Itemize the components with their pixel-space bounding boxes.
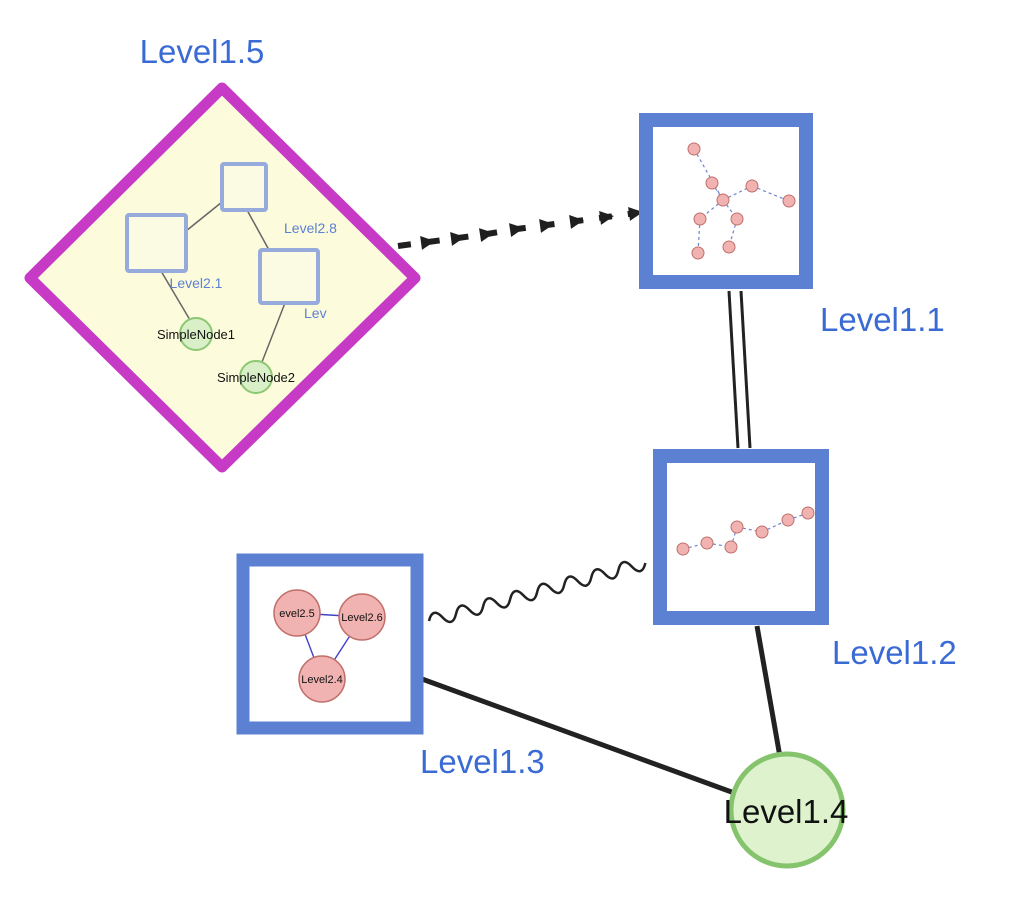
level15-diamond[interactable] xyxy=(24,82,421,473)
top-level-edges xyxy=(397,207,783,797)
edge-level15-to-level11-dashed-arrow xyxy=(397,207,643,250)
subgraph-node[interactable] xyxy=(781,513,795,527)
level12-subgraph xyxy=(676,506,815,556)
edge-level12-level14 xyxy=(754,625,783,758)
level11-subgraph xyxy=(687,142,796,260)
edge-level13-level12-wavy xyxy=(427,560,647,624)
lev-square[interactable] xyxy=(258,248,320,305)
subgraph-edge xyxy=(693,148,724,201)
simplenode2-label: SimpleNode2 xyxy=(217,370,295,385)
level24-circle[interactable] xyxy=(298,655,346,703)
level26-label: Level2.6 xyxy=(341,612,383,624)
node-level14-group: Level1.4 xyxy=(724,751,849,869)
subgraph-node[interactable] xyxy=(687,142,701,156)
subgraph-node[interactable] xyxy=(691,246,705,260)
level15-label: Level1.5 xyxy=(140,33,265,70)
simplenode2-circle[interactable] xyxy=(239,360,273,394)
node-level12-group xyxy=(653,449,829,625)
level26-circle[interactable] xyxy=(338,593,386,641)
level13-square[interactable] xyxy=(236,553,424,735)
subgraph-node[interactable] xyxy=(782,194,796,208)
subgraph-node[interactable] xyxy=(730,212,744,226)
subgraph-node[interactable] xyxy=(700,536,714,550)
level12-square[interactable] xyxy=(653,449,829,625)
subgraph-node[interactable] xyxy=(730,520,744,534)
subgraph-node[interactable] xyxy=(693,212,707,226)
simplenode1-circle[interactable] xyxy=(179,317,213,351)
level14-circle[interactable] xyxy=(728,751,846,869)
level13-label: Level1.3 xyxy=(420,743,545,780)
level11-square[interactable] xyxy=(639,113,813,289)
level21-square[interactable] xyxy=(125,213,188,273)
level24-label: Level2.4 xyxy=(301,674,343,686)
node-level11-group xyxy=(639,113,813,289)
subgraph-edge xyxy=(761,519,789,533)
level21-label: Level2.1 xyxy=(170,275,223,291)
edge-level11-level12-double-line-2 xyxy=(739,290,752,449)
subgraph-node[interactable] xyxy=(705,176,719,190)
level12-label: Level1.2 xyxy=(832,634,957,671)
lev-label: Lev xyxy=(304,305,327,321)
subgraph-node[interactable] xyxy=(801,506,815,520)
level28-label: Level2.8 xyxy=(284,220,337,236)
level14-label: Level1.4 xyxy=(724,793,849,830)
level15-inner-edge xyxy=(246,209,270,251)
edge-level13-level14 xyxy=(421,676,738,797)
level25-label: evel2.5 xyxy=(279,608,314,620)
subgraph-node[interactable] xyxy=(676,542,690,556)
subgraph-edge xyxy=(751,185,790,202)
level11-label: Level1.1 xyxy=(820,301,945,338)
edge-level11-level12-double-line-1 xyxy=(727,290,740,449)
node-level15-group: Level2.8 Level2.1 Lev SimpleNode1 Simple… xyxy=(24,82,421,473)
level15-inner-edge xyxy=(185,201,223,232)
level15-inner-edge xyxy=(160,270,191,321)
level25-circle[interactable] xyxy=(273,589,321,637)
level28-square[interactable] xyxy=(220,162,268,212)
subgraph-node[interactable] xyxy=(724,540,738,554)
simplenode1-label: SimpleNode1 xyxy=(157,327,235,342)
node-level13-group: evel2.5 Level2.6 Level2.4 xyxy=(236,553,424,735)
subgraph-edge xyxy=(736,526,763,533)
level15-inner-edge xyxy=(261,302,286,363)
subgraph-node[interactable] xyxy=(745,179,759,193)
subgraph-node[interactable] xyxy=(755,525,769,539)
subgraph-node[interactable] xyxy=(722,240,736,254)
subgraph-node[interactable] xyxy=(716,193,730,207)
